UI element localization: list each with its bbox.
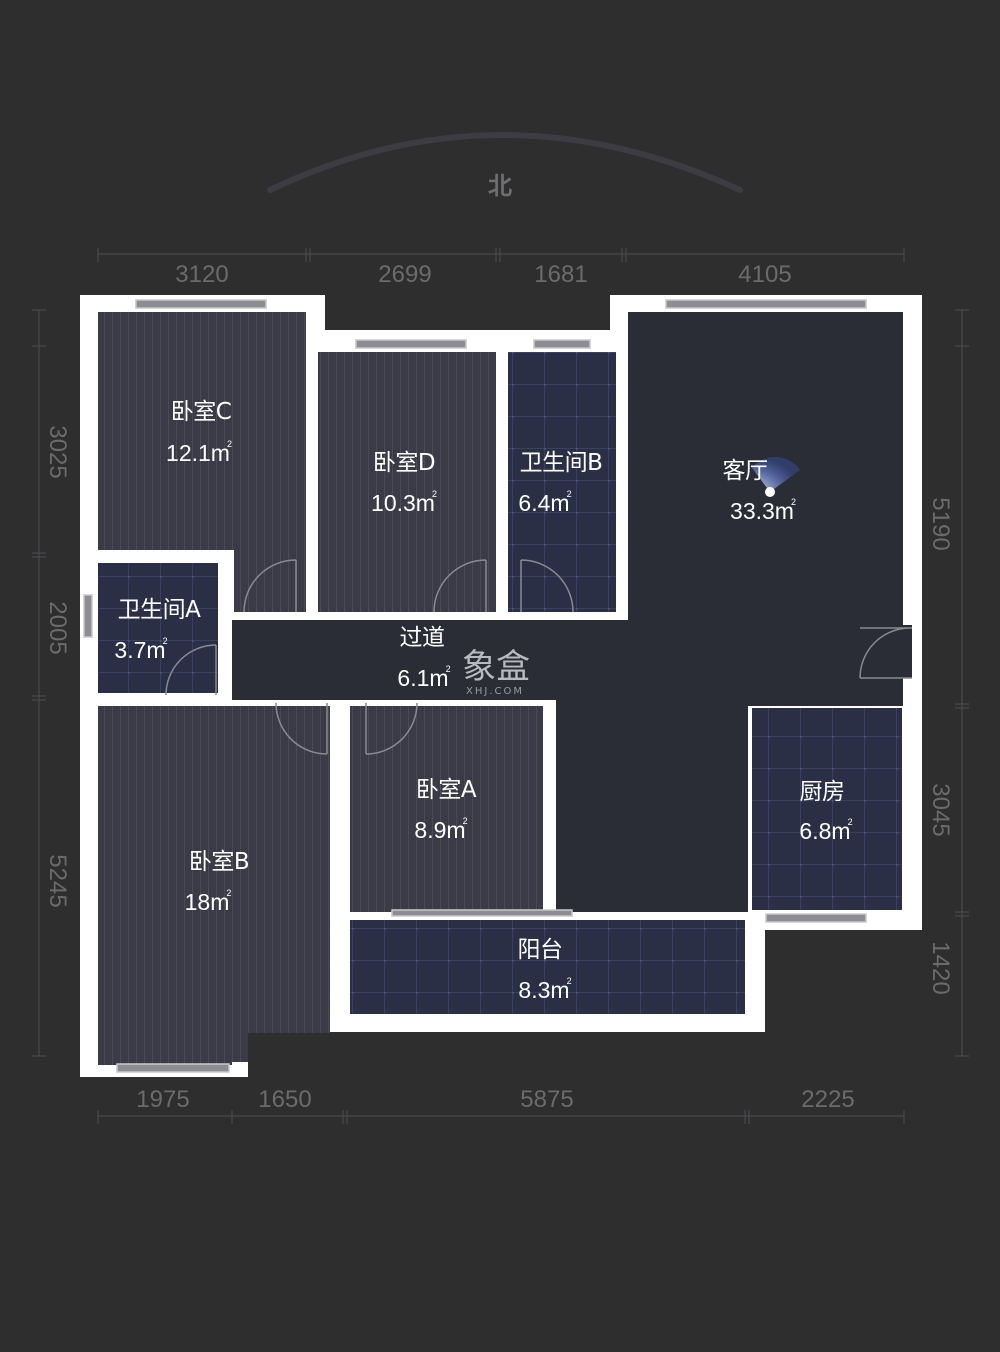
room-corridor-name: 过道 bbox=[399, 625, 446, 651]
camera-view-icon bbox=[752, 456, 800, 497]
windows bbox=[83, 299, 867, 1073]
bedroom-b-lower-floor bbox=[98, 1015, 232, 1065]
bathroom-b-floor bbox=[508, 352, 616, 612]
watermark-domain: XHJ.COM bbox=[466, 686, 524, 697]
dim-bottom-1: 1975 bbox=[136, 1086, 190, 1113]
dim-bottom-4: 2225 bbox=[801, 1086, 855, 1113]
room-living-room-area: 33.3m2 bbox=[730, 497, 796, 524]
room-living-room-name: 客厅 bbox=[722, 458, 769, 484]
dim-right-3: 1420 bbox=[927, 941, 954, 995]
dim-top-4: 4105 bbox=[738, 261, 792, 288]
dim-left-2: 2005 bbox=[44, 601, 71, 655]
room-bedroom-d-name: 卧室D bbox=[372, 450, 436, 476]
room-bedroom-b-area: 18m2 bbox=[184, 888, 232, 915]
compass-north-label: 北 bbox=[488, 172, 512, 200]
watermark-logo: 象盒 bbox=[462, 647, 530, 687]
living-corridor-floor bbox=[232, 312, 912, 912]
room-bathroom-b-area: 6.4m2 bbox=[518, 489, 572, 516]
room-balcony-area: 8.3m2 bbox=[518, 976, 572, 1003]
dim-top-3: 1681 bbox=[534, 261, 588, 288]
dim-top-1: 3120 bbox=[175, 261, 229, 288]
dim-bottom-3: 5875 bbox=[520, 1086, 574, 1113]
dim-left-1: 3025 bbox=[44, 425, 71, 479]
compass-arc bbox=[267, 132, 743, 193]
room-bedroom-b-name: 卧室B bbox=[188, 849, 250, 875]
kitchen-floor bbox=[752, 708, 902, 910]
dim-top-2: 2699 bbox=[378, 261, 432, 288]
dim-right-1: 5190 bbox=[927, 497, 954, 551]
bedroom-d-floor bbox=[318, 352, 496, 612]
bedroom-c-floor bbox=[98, 312, 306, 550]
room-bedroom-c-name: 卧室C bbox=[170, 399, 232, 425]
room-bedroom-a-area: 8.9m2 bbox=[414, 816, 468, 843]
dim-right-2: 3045 bbox=[927, 783, 954, 837]
room-balcony-name: 阳台 bbox=[517, 937, 564, 963]
room-bedroom-a-name: 卧室A bbox=[415, 777, 477, 803]
bedroom-a-floor bbox=[350, 706, 543, 912]
room-kitchen-area: 6.8m2 bbox=[799, 817, 853, 844]
room-bedroom-d-area: 10.3m2 bbox=[371, 489, 437, 516]
dim-left-3: 5245 bbox=[44, 854, 71, 908]
room-bedroom-c-area: 12.1m2 bbox=[166, 439, 232, 466]
balcony-floor bbox=[350, 920, 745, 1014]
room-corridor-area: 6.1m2 bbox=[397, 664, 451, 691]
room-bathroom-a-name: 卫生间A bbox=[117, 597, 201, 623]
bathroom-a-floor bbox=[98, 563, 218, 693]
room-kitchen-name: 厨房 bbox=[799, 779, 846, 805]
room-bathroom-b-name: 卫生间B bbox=[519, 450, 603, 476]
bedroom-b-floor bbox=[98, 706, 330, 1062]
room-bathroom-a-area: 3.7m2 bbox=[114, 636, 168, 663]
doors bbox=[165, 559, 912, 755]
dim-bottom-2: 1650 bbox=[258, 1086, 312, 1113]
dimension-lines bbox=[32, 248, 969, 1124]
